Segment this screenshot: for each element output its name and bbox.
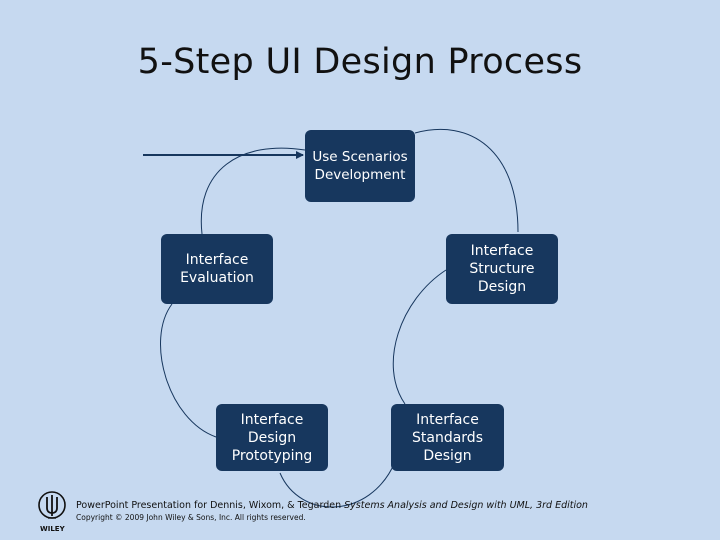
connector-step1-to-step2 (414, 129, 519, 233)
step-interface-evaluation[interactable]: Interface Evaluation (161, 234, 273, 304)
connector-step3-to-step4 (279, 461, 396, 508)
connector-step5-to-step1 (200, 147, 306, 235)
footer-credit-prefix: PowerPoint Presentation for Dennis, Wixo… (76, 500, 345, 511)
step-interface-standards-design[interactable]: Interface Standards Design (391, 404, 504, 471)
step-interface-structure-design[interactable]: Interface Structure Design (446, 234, 558, 304)
connector-step4-to-step5 (160, 303, 217, 438)
slide-footer: WILEY PowerPoint Presentation for Dennis… (36, 490, 696, 534)
footer-credit-line: PowerPoint Presentation for Dennis, Wixo… (76, 499, 588, 512)
connector-step2-to-step3 (392, 269, 447, 405)
wiley-logo-icon: WILEY (38, 491, 66, 533)
step-use-scenarios-development[interactable]: Use Scenarios Development (305, 130, 415, 202)
footer-text: PowerPoint Presentation for Dennis, Wixo… (76, 499, 588, 523)
footer-copyright: Copyright © 2009 John Wiley & Sons, Inc.… (76, 513, 306, 522)
step-interface-design-prototyping[interactable]: Interface Design Prototyping (216, 404, 328, 471)
slide-title: 5-Step UI Design Process (137, 42, 583, 82)
wiley-logo-text: WILEY (40, 525, 66, 533)
footer-book-title: Systems Analysis and Design with UML, 3r… (344, 500, 588, 511)
